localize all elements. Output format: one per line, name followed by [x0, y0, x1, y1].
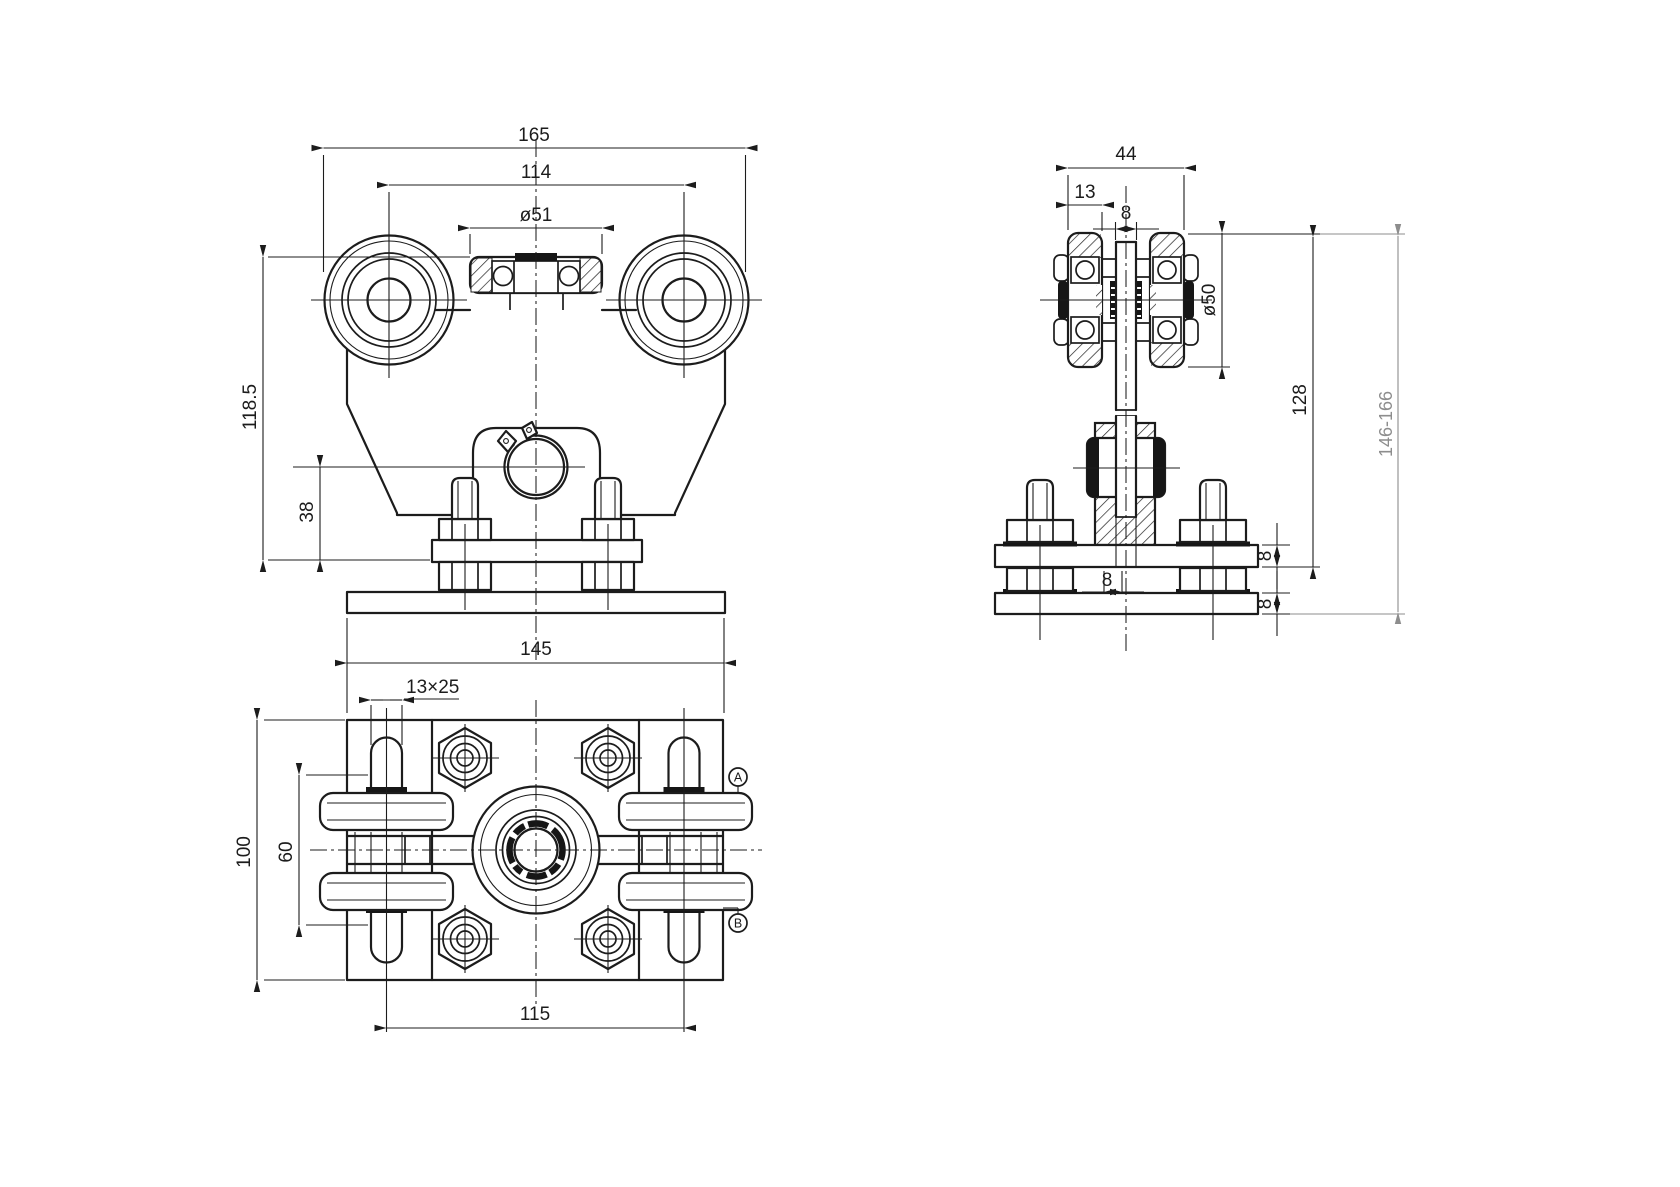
dimensions-bottom: 13×25 100 60 115: [234, 677, 696, 1032]
clamp-plate-front: [430, 538, 644, 564]
label-b-text: B: [734, 917, 742, 931]
dim-front-height: 118.5: [240, 384, 261, 430]
dim-front-base-width: 145: [520, 639, 552, 660]
view-bottom: A B: [310, 700, 762, 1032]
bolts-front: [450, 476, 623, 610]
dimensions-side: 44 13 8 ø50 128 146-166 8 8 8: [1056, 144, 1405, 636]
view-side: [993, 186, 1260, 652]
dim-bottom-hole-span: 115: [520, 1004, 550, 1025]
dim-side-plate-slot: 8: [1102, 570, 1113, 591]
hex-nuts-bottom: [431, 724, 642, 973]
dim-side-shaft-dia: 8: [1121, 203, 1132, 224]
detail-label-a: A: [723, 767, 748, 794]
dim-side-plate-upper: 8: [1255, 551, 1276, 562]
dim-side-drop-height: 128: [1290, 384, 1311, 416]
dim-bottom-depth: 100: [234, 836, 255, 868]
dim-bottom-roller-span: 60: [276, 841, 297, 862]
detail-label-b: B: [723, 907, 748, 933]
dim-front-pin-drop: 38: [297, 501, 318, 522]
wheel-right: [606, 192, 762, 378]
dim-front-total-width: 165: [518, 125, 550, 146]
dim-front-roller-dia: ø51: [520, 205, 553, 226]
label-a-text: A: [734, 771, 743, 785]
fasteners-side: [1005, 478, 1248, 640]
dim-side-plate-lower: 8: [1255, 599, 1276, 610]
dim-side-head-width: 44: [1115, 144, 1137, 165]
wheel-left: [311, 192, 467, 378]
dim-side-height-range: 146-166: [1376, 391, 1396, 457]
dim-bottom-slot-size: 13×25: [406, 677, 459, 698]
dimensions-front: 165 114 ø51 118.5 38 145: [240, 125, 758, 713]
view-front: [293, 140, 762, 660]
dim-side-wheel-width: 13: [1074, 182, 1095, 203]
dim-front-wheel-spacing: 114: [521, 162, 552, 183]
dim-side-wheel-dia: ø50: [1199, 284, 1220, 317]
